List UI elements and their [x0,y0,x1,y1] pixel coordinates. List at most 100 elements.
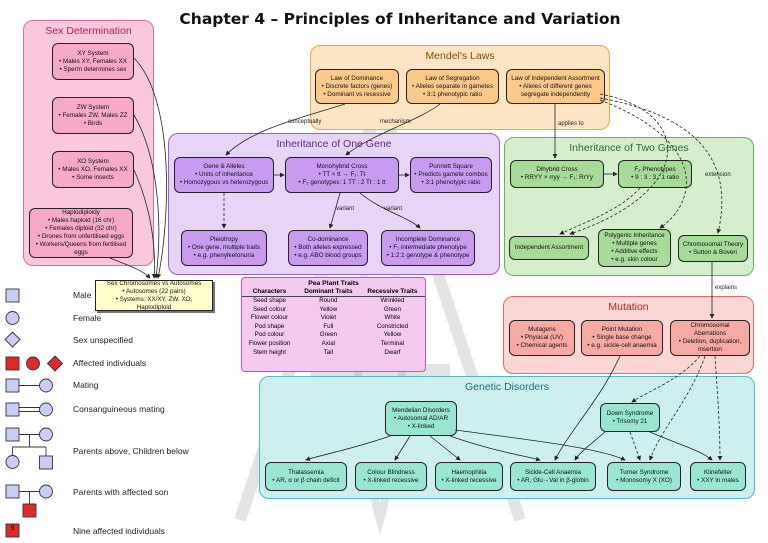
node-title: Haplodiploidy [62,209,100,216]
node-line: • Homozygous vs heterozygous [179,179,269,186]
node-line: • Females ZW, Males ZZ [58,111,128,119]
node-line: • Sutton & Boveri [689,248,737,256]
legend-mating: Mating [73,380,99,390]
node-line: • 1:2:1 genotype & phenotype [386,252,470,259]
node-title: Co-dominance [307,236,349,243]
panel-title: Inheritance of Two Genes [569,142,689,154]
table-cell: Yellow [383,331,402,339]
edge-xy-note [133,57,167,279]
node-line: • One gene, multiple traits [187,244,261,251]
node-line: • Dominant vs recessive [323,90,391,98]
mating-male [5,378,20,393]
table-cell: Round [319,297,338,304]
affected-son-father [5,484,20,499]
node-title: Point Mutation [601,326,643,333]
node-sickle-cell-anaemia: Sickle-Cell Anaemia • AR, Glu→Val in β-g… [510,462,596,491]
node-title: Haemophilia [451,468,487,476]
pedigree-legend-symbols [4,288,64,538]
edge-zw-note [133,114,160,279]
affected-son-mother [39,484,53,499]
node-title: Pleiotropy [209,236,238,243]
node-haemophilia: Haemophilia • X-linked recessive [435,462,503,491]
edge-xo-note [133,169,157,279]
panel-title: Genetic Disorders [464,381,550,393]
edge-mendelian-thal [305,435,391,461]
edge-mono-incomplete [359,192,421,229]
node-title: Chromosomal Aberrations [690,322,730,337]
node-chromosomal-theory: Chromosomal Theory • Sutton & Boveri [678,235,748,262]
table-cell: Seed colour [252,305,286,313]
node-title: Incomplete Dominance [395,236,461,243]
edge-label-mechanism: mechanism [380,119,411,125]
consang-male [5,402,20,417]
edge-independent-extension [599,97,723,234]
node-line: • Single base change [592,334,652,341]
node-line: • Sperm determines sex [59,65,127,73]
node-zw-system: ZW System • Females ZW, Males ZZ • Birds [52,97,134,134]
edge-aberr-down [631,355,701,403]
traits-table: Characters Dominant Traits Recessive Tra… [242,287,425,357]
node-line: • Alleles separate in gametes [412,82,493,90]
node-line: • Birds [83,119,103,127]
pea-plant-table: Pea Plant Traits Characters Dominant Tra… [241,277,426,372]
node-mutagens: Mutagens • Physical (UV) • Chemical agen… [509,320,575,356]
node-title: Turner Syndrome [619,468,669,476]
panel-title: Inheritance of One Gene [276,138,392,150]
node-title: Colour Blindness [367,468,415,476]
legend-male: Male [73,290,92,300]
table-cell: Stem height [252,348,286,356]
node-line: • Units of inheritance [195,171,253,178]
edge-independent-poly [599,99,687,229]
consang-female [39,402,53,417]
node-title: Monohybrid Cross [316,163,368,170]
node-line: • Additive effects [611,248,658,255]
sex-chromosome-note: Sex Chromosomes vs Autosomes • Autosomes… [95,280,213,311]
legend-unspecified: Sex unspecified [73,335,134,345]
column-header: Characters [242,287,297,297]
node-title: Punnett Square [429,163,473,170]
legend-parents-children: Parents above, Children below [73,446,189,456]
node-title: Law of Independent Assortment [511,74,600,82]
node-turner-syndrome: Turner Syndrome • Monosomy X (XO) [607,462,681,491]
node-line: • e.g. skin colour [611,256,658,263]
node-polygenic-inheritance: Polygenic Inheritance • Multiple genes •… [598,229,671,267]
node-line: • X-linked recessive [363,476,419,484]
edge-mendelian-colour [394,435,411,461]
table-cell: Green [319,331,337,339]
node-line: • Predicts gamete combos [414,171,488,178]
table-cell: Tall [323,348,334,356]
node-haplodiploidy: Haplodiploidy • Males haploid (16 chr) •… [29,208,133,258]
node-title: XY System [77,49,109,57]
node-klinefelter: Klinefelter • XXY in males [690,462,746,491]
node-title: Independent Assortment [514,244,584,251]
edge-down-turner [629,431,641,461]
node-punnett-square: Punnett Square • Predicts gamete combos … [410,157,492,193]
node-line: • Males haploid (16 chr) [47,217,115,224]
node-line: • 9 : 3 : 3 : 1 ratio [631,174,679,181]
legend-affected: Affected individuals [73,358,147,368]
panel-title: Mutation [608,301,649,313]
node-line: • X-linked [407,422,435,430]
child-female [5,455,20,469]
node-line: • AR, Glu→Val in β-globin [517,476,589,484]
node-line: • Males XO, Females XX [58,165,128,173]
node-line: • Physical (UV) [520,334,564,341]
nine-affected-symbol [5,523,20,538]
note-line: • Systems: XX/XY, ZW, XO, Haplodiploid [115,295,193,311]
table-cell: Violet [320,314,337,322]
edge-aberr-kline [714,355,723,461]
node-title: Thalassemia [288,468,324,476]
node-line: • AR, α or β chain deficit [272,476,340,484]
edge-mendelian-sickle [449,435,541,462]
table-cell: Full [323,322,334,330]
node-title: F₂ Phenotypes [634,166,676,173]
unspecified-symbol [4,331,21,348]
node-line: • 3:1 phenotypic ratio [423,90,482,98]
